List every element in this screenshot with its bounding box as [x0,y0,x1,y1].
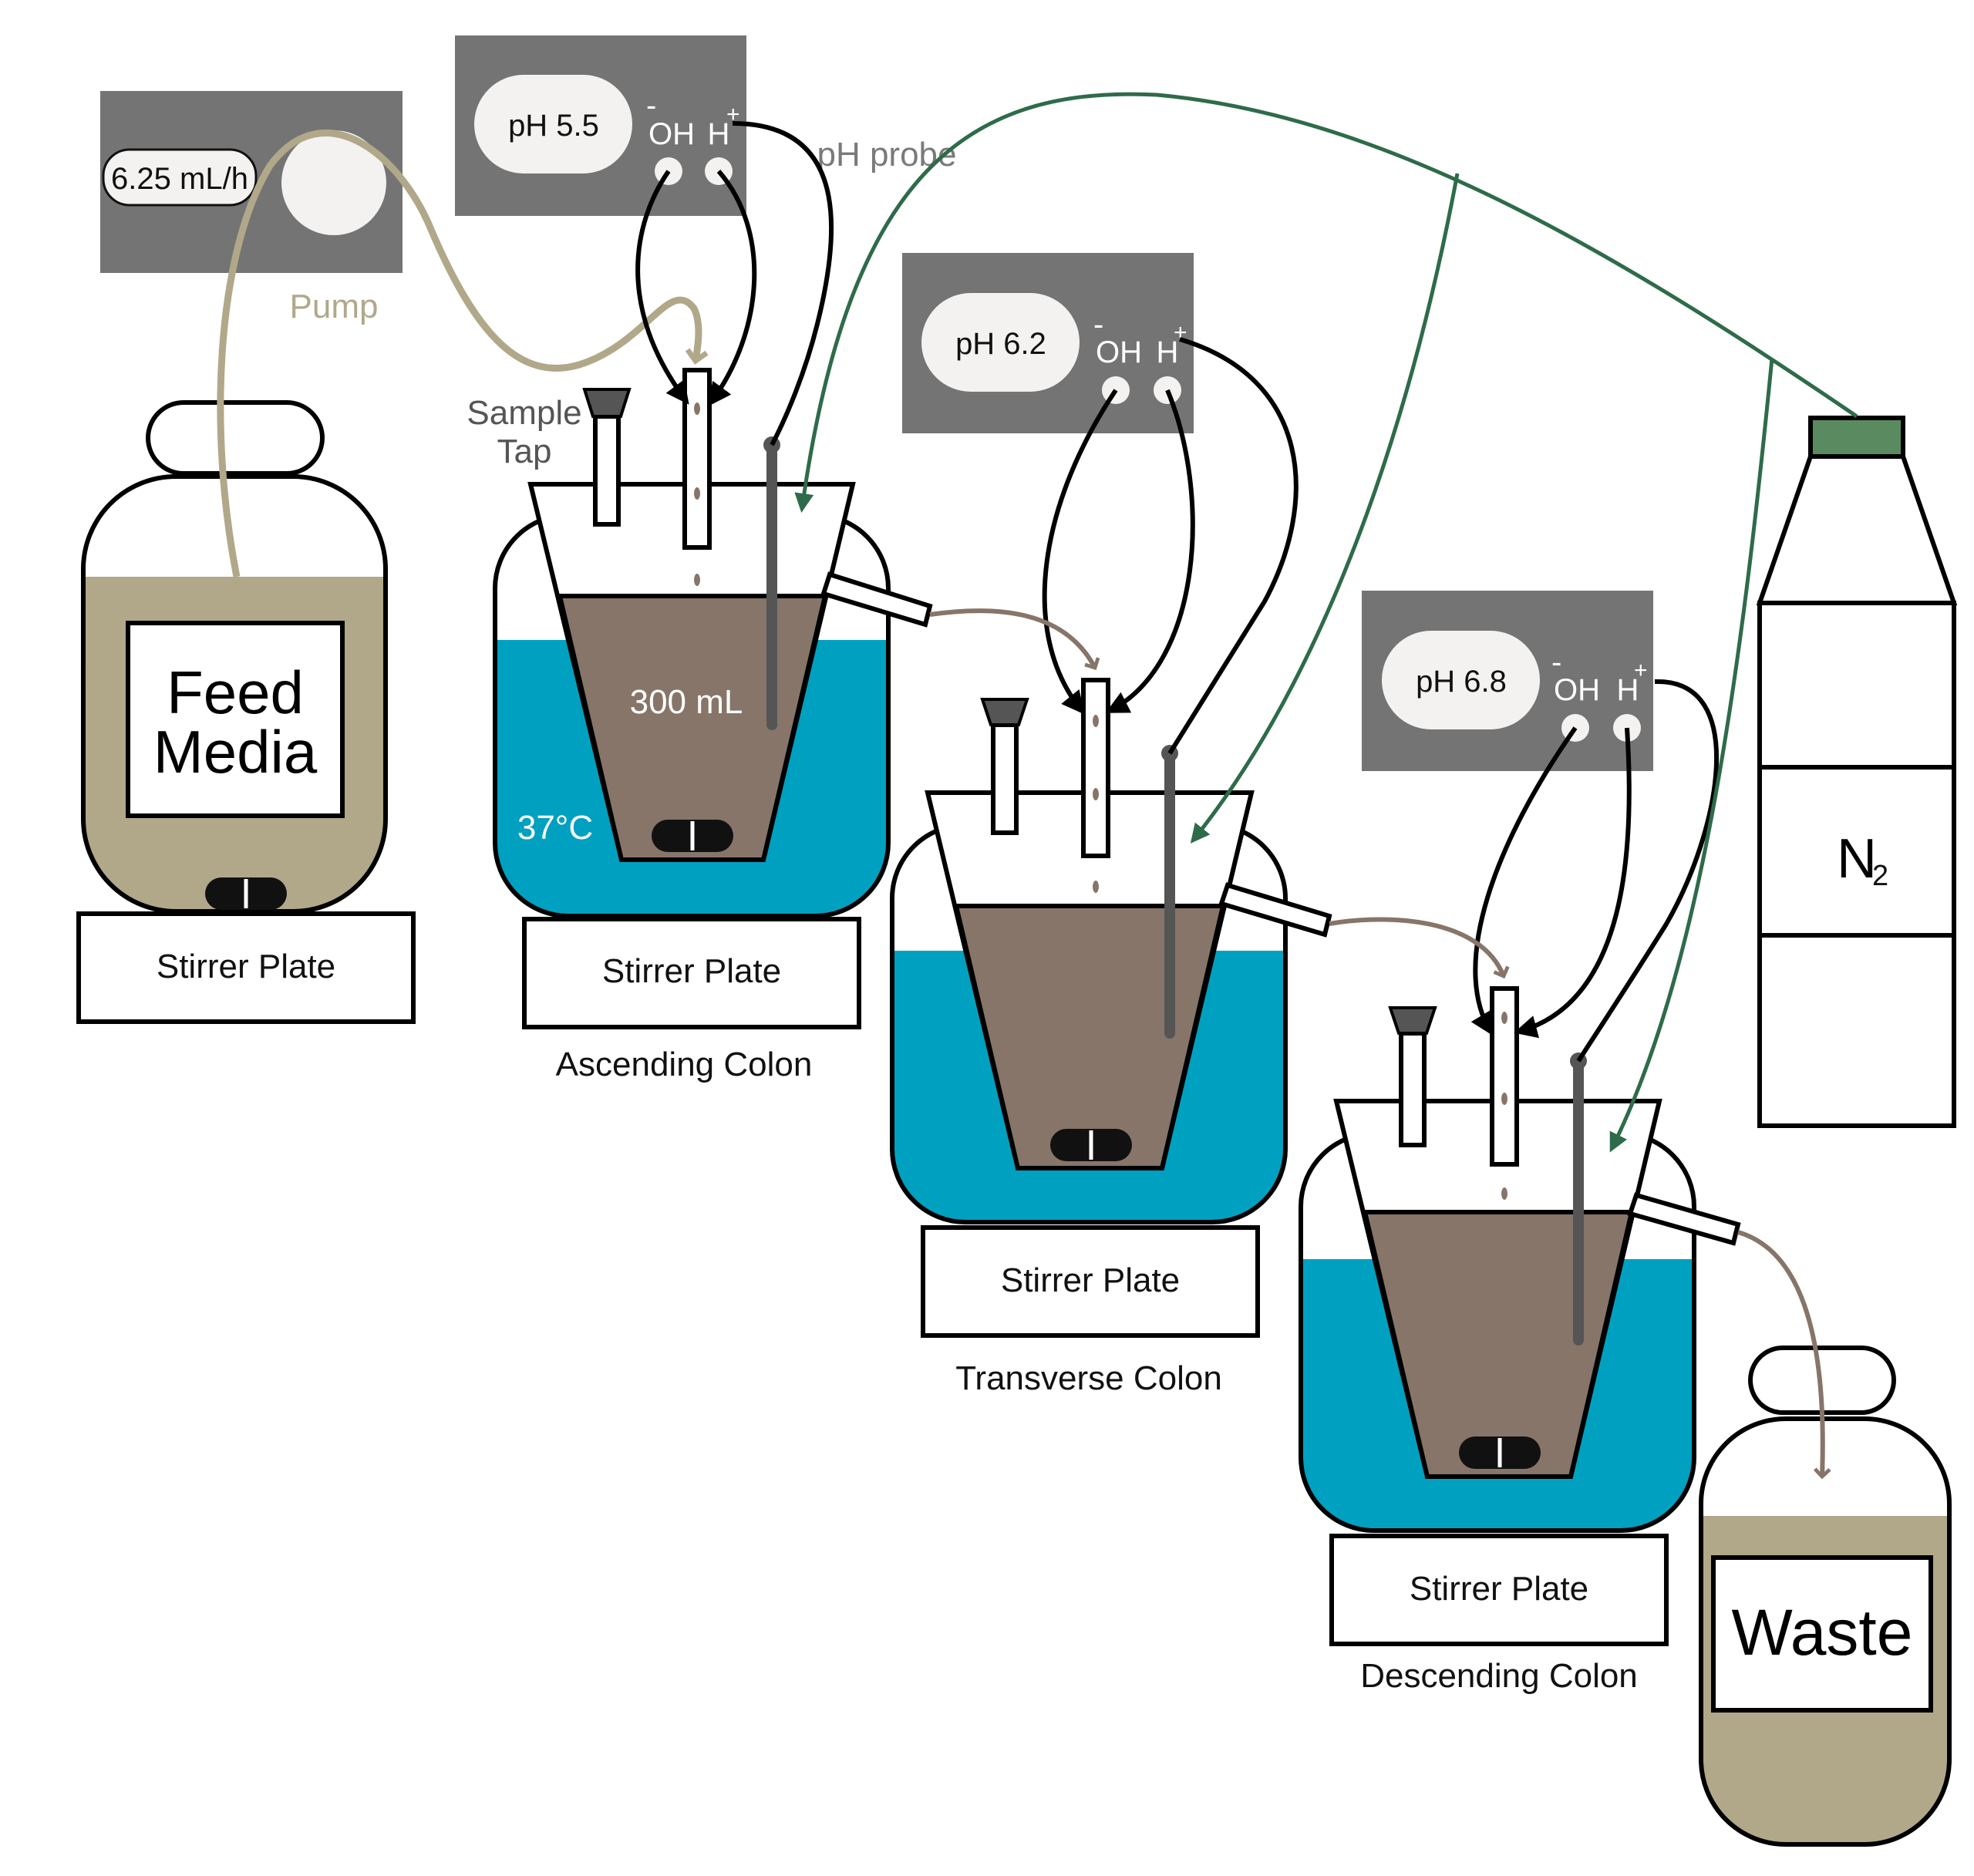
pump-rate-text: 6.25 mL/h [111,162,248,196]
inlet-tube-2 [1081,678,1110,893]
stirrer-plate-3-label: Stirrer Plate [1410,1570,1588,1608]
h-plus-1: + [726,102,740,127]
pump-rotor [281,130,386,235]
h-label-1: H [708,117,730,151]
feed-tubing [217,129,709,578]
outflow-tube-1 [820,571,933,628]
stir-bar-1 [652,820,733,852]
flow-ascending-to-transverse [929,608,1100,671]
pump: 6.25 mL/h Pump [100,91,403,325]
feed-media-bottle: Feed Media Stirrer Plate [76,400,416,1024]
feed-label-line2: Media [153,718,318,786]
stirrer-plate-1 [522,917,861,1029]
nitrogen-subscript: 2 [1872,860,1888,892]
sample-tap-2 [980,698,1029,835]
inlet-tube-3 [1490,986,1519,1200]
vessel-2-name: Transverse Colon [955,1359,1222,1397]
oh-minus-2: - [1093,308,1103,342]
temperature-label: 37°C [517,809,593,847]
oh-minus-3: - [1551,645,1561,679]
oh-label-1: OH [648,117,695,151]
flow-descending-to-waste [1737,1230,1831,1480]
ph-probe-label: pH probe [817,136,956,173]
stirrer-plate-feed [76,911,416,1024]
h-label-2: H [1157,335,1179,369]
reactor-contents-2 [953,904,1226,1170]
stir-bar-3 [1459,1436,1541,1469]
outflow-tube-2 [1218,882,1332,938]
waste-bottle: Waste [1699,1346,1952,1847]
stir-bar [205,877,287,910]
reactor-contents-3 [1362,1210,1635,1479]
ph-display-3 [1382,631,1540,729]
ph-control-lines [635,121,1720,1063]
feed-label-box [126,621,345,818]
stirrer-plate-2 [921,1225,1260,1338]
sample-tap-label-line1: Sample [467,394,581,432]
nitrogen-cylinder: N 2 [1756,416,1958,1128]
waste-label: Waste [1732,1596,1913,1669]
outflow-tube-3 [1627,1192,1741,1246]
sample-tap-1 [582,388,632,527]
h-label-3: H [1617,673,1639,707]
pump-label: Pump [290,288,379,325]
nitrogen-lines [794,92,1858,1153]
ph-display-1 [474,75,632,173]
flow-lines [929,608,1831,1480]
stirrer-plate-1-label: Stirrer Plate [602,952,781,990]
feed-bottle-cap [146,400,325,476]
reactor-contents-1 [557,594,828,862]
stirrer-plate-3 [1329,1534,1669,1646]
oh-label-3: OH [1554,673,1600,707]
vessel-3-name: Descending Colon [1360,1657,1638,1695]
nitrogen-cap [1808,416,1905,459]
ph-controller-2: pH 6.2 - OH H + [902,253,1194,433]
pump-rate-display [102,148,258,207]
oh-minus-1: - [646,89,656,123]
vessel-ascending-colon: 300 mL 37°C Stirrer Plate Ascending Colo… [493,368,933,1083]
stirrer-plate-2-label: Stirrer Plate [1001,1261,1180,1299]
ph-value-1: pH 5.5 [508,109,599,143]
feed-label-line1: Feed [167,658,304,726]
oh-label-2: OH [1096,335,1142,369]
stir-bar-2 [1050,1129,1132,1161]
ph-display-2 [921,293,1080,392]
vessel-transverse-colon: Stirrer Plate Transverse Colon [890,678,1332,1397]
sample-tap-3 [1388,1006,1437,1147]
inlet-tube-1 [682,368,712,586]
ph-controller-1: pH 5.5 - OH H + [455,35,746,216]
nitrogen-symbol: N [1837,828,1877,890]
waste-label-box [1711,1555,1933,1713]
stirrer-plate-feed-label: Stirrer Plate [157,948,335,985]
sample-tap-label-line2: Tap [497,433,552,470]
ph-controller-3: pH 6.8 - OH H + [1362,591,1653,771]
vessel-descending-colon: Stirrer Plate Descending Colon [1299,986,1741,1695]
vessel-1-name: Ascending Colon [556,1046,813,1083]
volume-label: 300 mL [630,683,743,721]
ph-value-2: pH 6.2 [955,327,1046,361]
ph-value-3: pH 6.8 [1416,665,1507,699]
flow-transverse-to-descending [1329,917,1510,979]
h-plus-3: + [1634,658,1648,683]
